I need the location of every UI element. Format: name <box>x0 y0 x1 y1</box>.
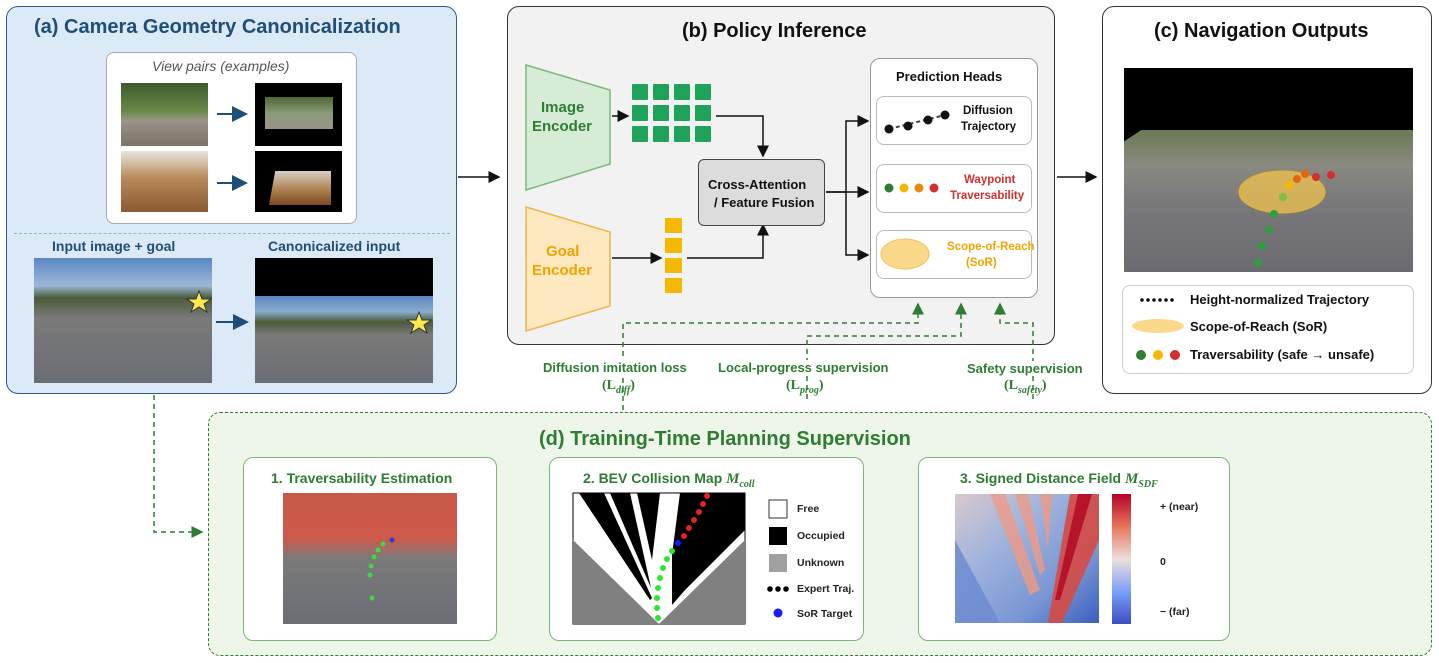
road-photo-canonical <box>255 83 342 146</box>
sor-ellipse-icon <box>880 238 930 270</box>
input-street-photo <box>34 258 212 383</box>
step3-title: 3. Signed Distance Field MSDF <box>960 470 1158 490</box>
divider-line <box>14 233 450 234</box>
goal-star-icon <box>185 289 213 314</box>
input-image-label: Input image + goal <box>52 238 176 254</box>
canonical-street-photo <box>255 258 433 383</box>
traversability-photo <box>283 493 457 624</box>
bev-legend-sor: SoR Target <box>797 608 853 620</box>
step2-subscript: coll <box>739 478 755 490</box>
sor-target-legend-icon <box>773 608 783 618</box>
image-feature-grid <box>632 84 711 142</box>
step1-title: 1. Traversability Estimation <box>271 470 453 486</box>
view-pairs-label: View pairs (examples) <box>152 58 290 74</box>
traversability-dots-icon <box>884 183 939 193</box>
loss-diff-label: Diffusion imitation loss <box>543 360 687 375</box>
indoor-photo-original <box>121 151 208 212</box>
fusion-label-2: / Feature Fusion <box>714 195 815 210</box>
goal-encoder-label-2: Encoder <box>532 262 593 279</box>
legend-sor-label: Scope-of-Reach (SoR) <box>1190 319 1328 334</box>
step2-symbol: M <box>726 471 740 487</box>
panel-c-title: (c) Navigation Outputs <box>1154 20 1369 42</box>
diffusion-label-1: Diffusion <box>963 105 1013 117</box>
loss-diff-symbol: (Ldiff) <box>602 378 635 396</box>
panel-b-title: (b) Policy Inference <box>682 20 867 42</box>
step2-title-text: 2. BEV Collision Map <box>583 470 723 486</box>
bev-legend-occupied: Occupied <box>797 530 845 542</box>
loss-prog-sub: prog <box>800 384 819 396</box>
waypoint-label-2: Traversability <box>950 190 1025 202</box>
unknown-legend-swatch <box>769 554 787 572</box>
bev-legend-unknown: Unknown <box>797 557 845 569</box>
goal-star-icon-canonical <box>405 310 433 335</box>
sor-legend-icon <box>1132 319 1184 333</box>
sdf-colorbar <box>1112 494 1131 624</box>
expert-traj-legend-icon <box>767 586 789 592</box>
occupied-legend-swatch <box>769 527 787 545</box>
loss-prog-symbol: (Lprog) <box>786 378 824 396</box>
image-encoder-label-2: Encoder <box>532 118 593 135</box>
trajectory-legend-icon <box>1140 298 1174 302</box>
diffusion-label-2: Trajectory <box>961 121 1016 133</box>
loss-diff-sub: diff <box>616 384 631 396</box>
sor-head-box <box>876 230 1032 279</box>
step3-title-text: 3. Signed Distance Field <box>960 470 1122 486</box>
trajectory-overlay-dots <box>1254 170 1335 267</box>
bev-legend-free: Free <box>797 503 820 515</box>
sdf-tick-zero: 0 <box>1160 556 1166 568</box>
sor-overlay-ellipse <box>1238 170 1326 214</box>
bev-legend-expert: Expert Traj. <box>797 583 855 595</box>
image-encoder-shape <box>525 63 611 192</box>
panel-d-title: (d) Training-Time Planning Supervision <box>539 428 911 450</box>
canonicalized-input-label: Canonicalized input <box>268 238 401 254</box>
step3-subscript: SDF <box>1138 478 1158 490</box>
sor-label-1: Scope-of-Reach <box>947 241 1035 253</box>
safe-dot-icon <box>1136 350 1146 360</box>
indoor-photo-canonical <box>255 151 342 212</box>
free-legend-swatch <box>768 499 788 519</box>
fusion-label-1: Cross-Attention <box>708 177 807 192</box>
loss-prog-label: Local-progress supervision <box>718 360 889 375</box>
step3-symbol: M <box>1124 471 1139 487</box>
loss-safety-prefix: (L <box>1004 378 1018 393</box>
prediction-heads-title: Prediction Heads <box>896 69 1003 84</box>
goal-encoder-shape <box>525 205 611 333</box>
fusion-box <box>698 159 825 226</box>
goal-token-column <box>665 218 682 293</box>
diffusion-trajectory-icon <box>884 110 950 134</box>
loss-prog-prefix: (L <box>786 378 800 393</box>
loss-safety-label: Safety supervision <box>967 361 1083 376</box>
goal-encoder-label-1: Goal <box>546 243 580 260</box>
step2-title: 2. BEV Collision Map Mcoll <box>583 470 754 490</box>
loss-safety-symbol: (Lsafety) <box>1004 378 1047 396</box>
panel-a-title: (a) Camera Geometry Canonicalization <box>34 16 401 38</box>
sor-label-2: (SoR) <box>966 257 997 269</box>
panel-c-legend-box <box>1122 285 1414 374</box>
diffusion-head-box <box>876 96 1032 145</box>
waypoint-label-1: Waypoint <box>964 174 1016 186</box>
image-encoder-label-1: Image <box>541 99 585 116</box>
legend-trajectory-label: Height-normalized Trajectory <box>1190 292 1370 307</box>
unsafe-dot-icon <box>1170 350 1180 360</box>
loss-diff-prefix: (L <box>602 378 616 393</box>
sdf-tick-near: + (near) <box>1160 501 1199 513</box>
loss-safety-sub: safety <box>1018 384 1042 396</box>
road-photo-original <box>121 83 208 146</box>
sdf-tick-far: − (far) <box>1160 606 1190 618</box>
medium-dot-icon <box>1153 350 1163 360</box>
legend-traversability-label: Traversability (safe → unsafe) <box>1190 347 1375 362</box>
